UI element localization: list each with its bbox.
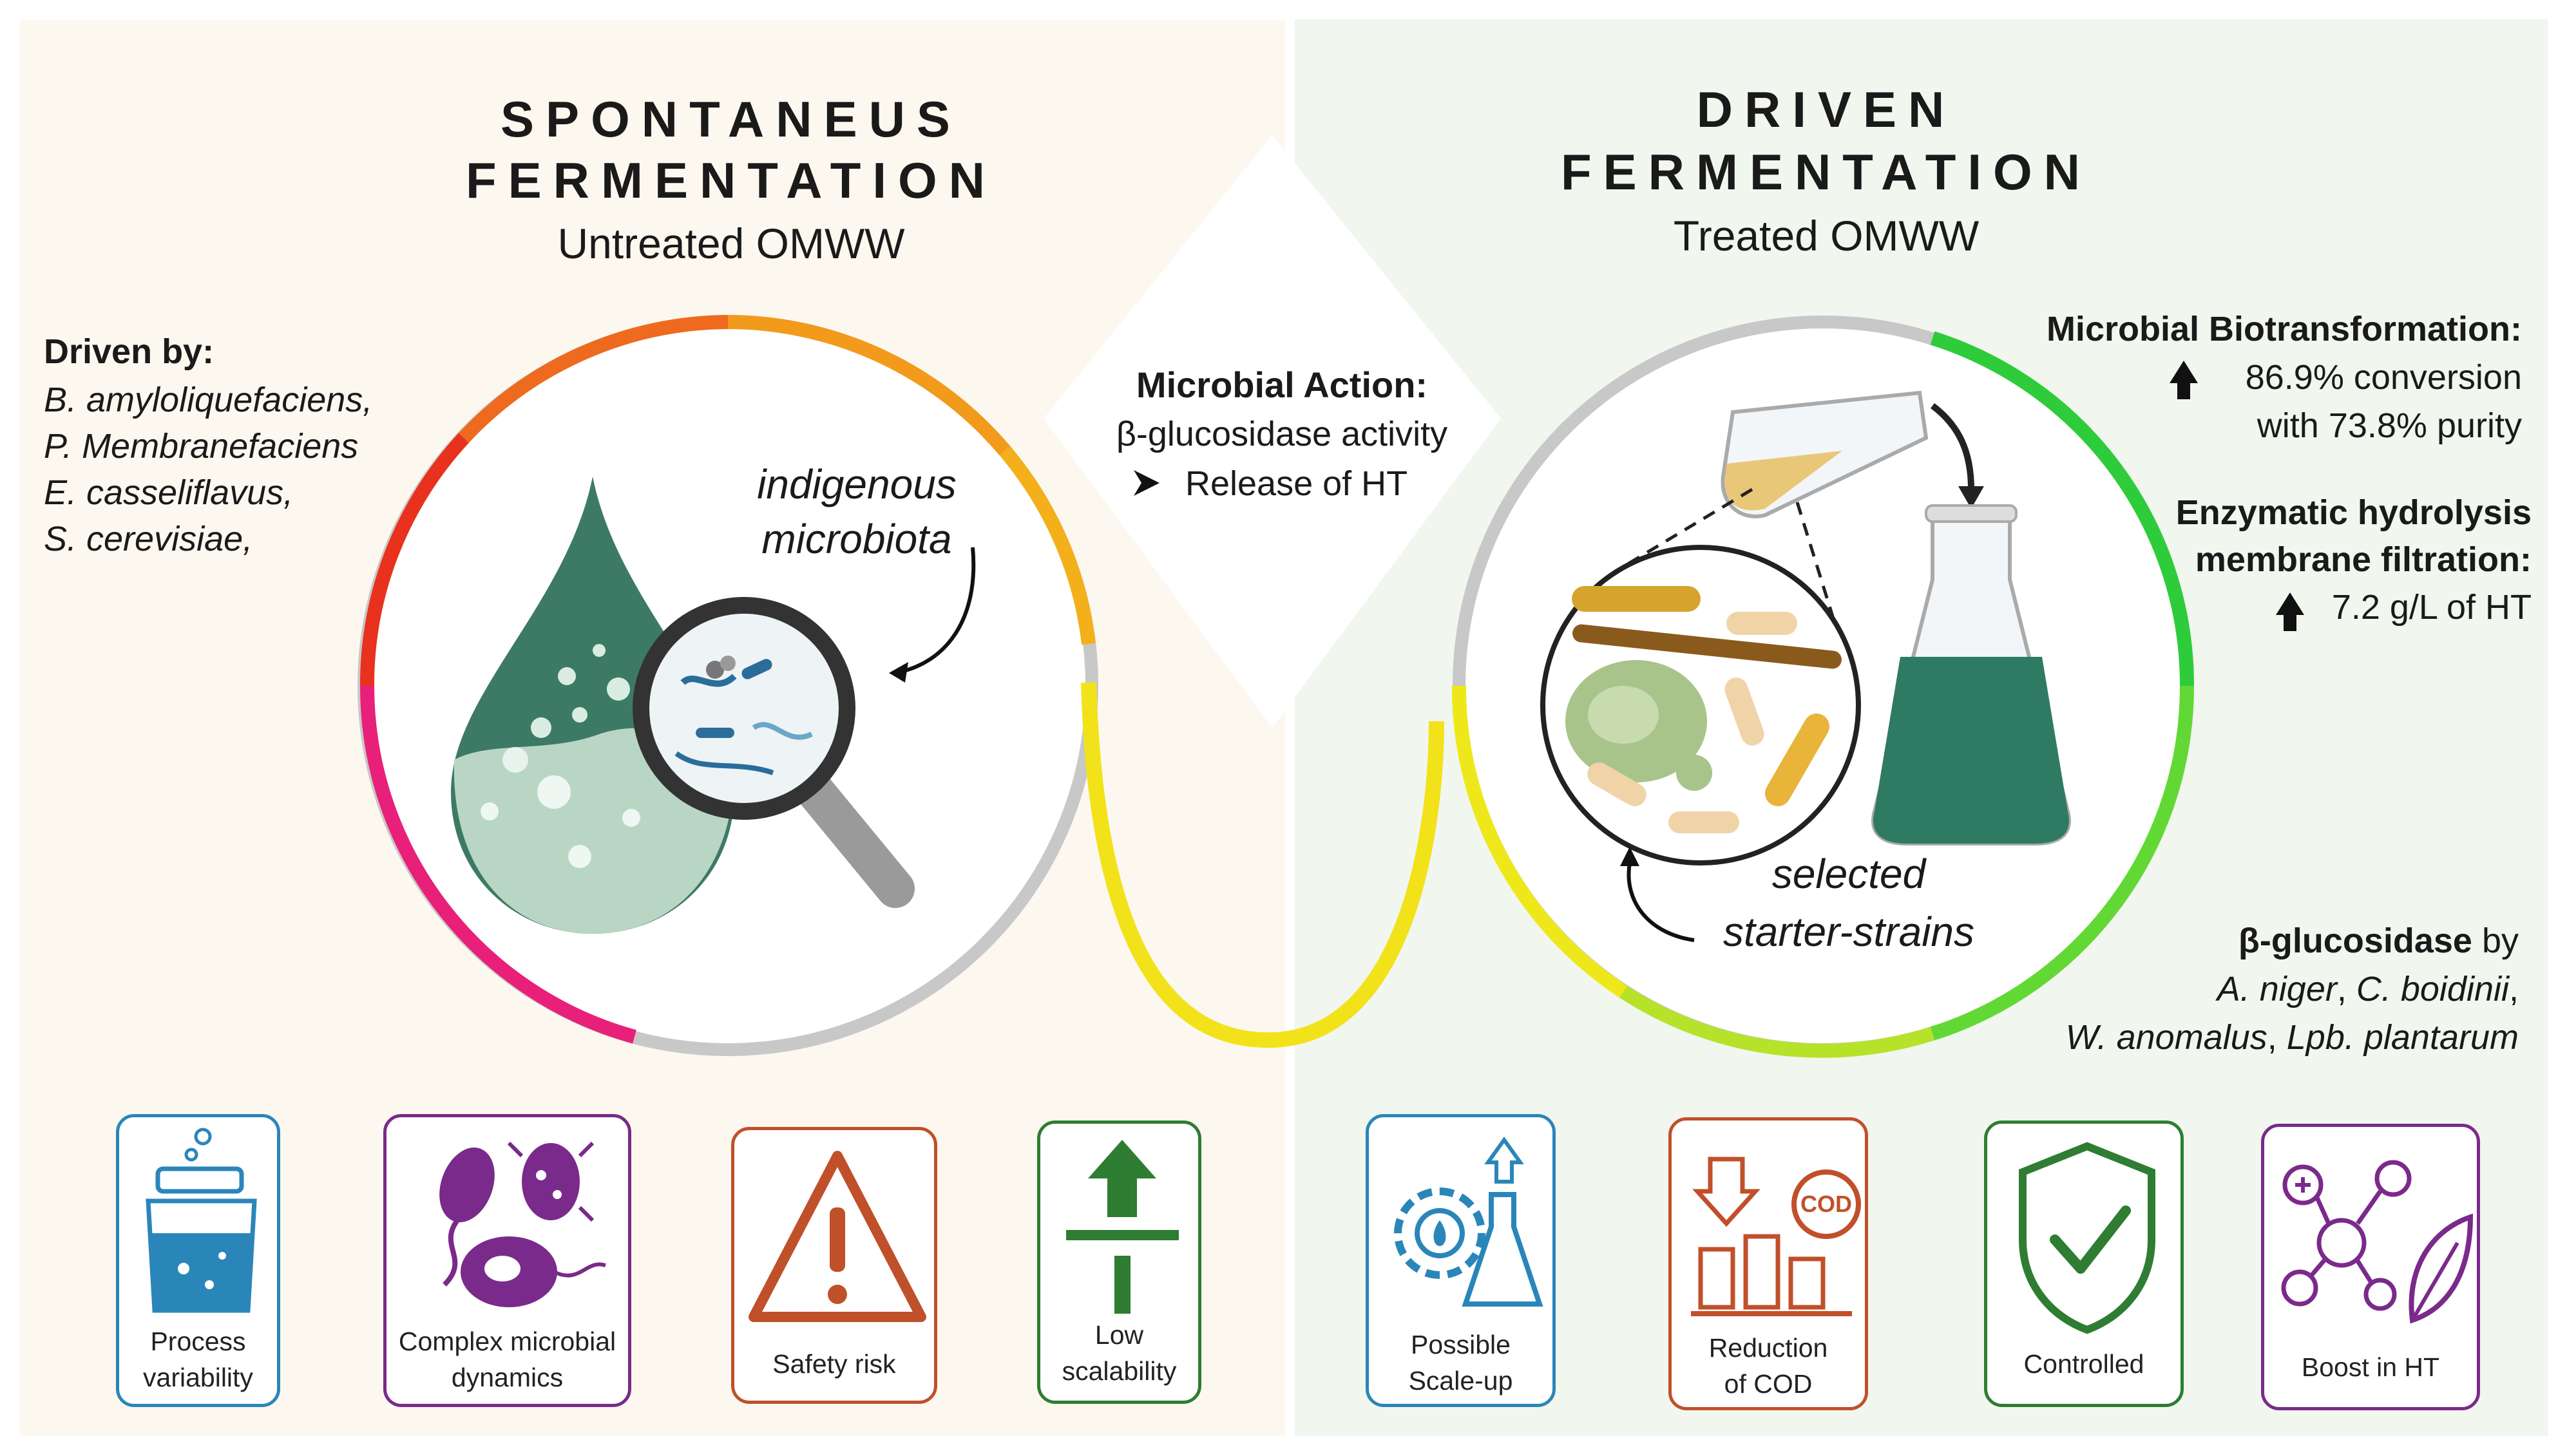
card-label: Controlled — [2023, 1349, 2144, 1379]
card-label: Safety risk — [772, 1349, 896, 1379]
card-label: Process variability — [143, 1327, 253, 1392]
glucosidase-line1: β-glucosidase by — [2238, 922, 2519, 960]
selected-label: selected — [1771, 851, 1926, 897]
driven-by-label: Driven by: — [44, 332, 215, 371]
card-label: Complex microbial dynamics — [398, 1327, 616, 1392]
organism: S. cerevisiae, — [44, 520, 253, 558]
organism: B. amyloliquefaciens, — [44, 381, 373, 419]
left-title-line2: FERMENTATION — [465, 152, 997, 209]
card-safety-risk: Safety risk — [731, 1127, 937, 1404]
card-reduction-cod: COD Reduction of COD — [1668, 1117, 1868, 1410]
center-diamond — [1044, 135, 1501, 728]
right-title-line1: DRIVEN — [1696, 81, 1956, 138]
up-arrow-icon — [2276, 592, 2304, 631]
right-subtitle: Treated OMWW — [1673, 212, 1980, 260]
center-line2: Release of HT — [1185, 464, 1408, 503]
card-label: Reduction of COD — [1708, 1333, 1828, 1399]
card-boost-ht: Boost in HT — [2261, 1124, 2480, 1410]
biotrans-line2: with 73.8% purity — [2257, 406, 2522, 445]
microbes-icon — [439, 1141, 606, 1307]
pointer-arrow — [895, 547, 976, 675]
cod-chart-icon: COD — [1691, 1157, 1861, 1316]
organism: E. casseliflavus, — [44, 473, 294, 512]
beaker-icon — [1721, 390, 1929, 518]
left-title-line1: SPONTANEUS — [501, 91, 962, 147]
microbiota-label: microbiota — [761, 516, 952, 562]
flask-icon — [1871, 504, 2071, 846]
card-process-variability: Process variability — [116, 1114, 280, 1407]
biotrans-heading: Microbial Biotransformation: — [2046, 310, 2522, 348]
card-complex-dynamics: Complex microbial dynamics — [383, 1114, 631, 1407]
pointer-arrow-right — [1627, 862, 1695, 942]
card-low-scalability: Low scalability — [1037, 1120, 1201, 1404]
card-label: Boost in HT — [2301, 1352, 2440, 1382]
indigenous-label: indigenous — [757, 461, 957, 507]
scale-arrow-icon — [1066, 1140, 1179, 1314]
center-heading: Microbial Action: — [1136, 364, 1428, 405]
molecule-leaf-icon — [2281, 1160, 2474, 1324]
center-line1: β-glucosidase activity — [1116, 415, 1448, 453]
card-label: Low scalability — [1062, 1320, 1177, 1386]
warning-icon — [749, 1151, 926, 1322]
connector-curve — [1081, 682, 1444, 1048]
right-title-line2: FERMENTATION — [1560, 144, 2092, 200]
enzymatic-value: 7.2 g/L of HT — [2331, 588, 2532, 627]
gear-flask-icon — [1394, 1136, 1543, 1307]
chevron-right-icon — [1134, 470, 1159, 496]
enzymatic-heading-2: membrane filtration: — [2195, 540, 2532, 579]
jar-icon — [146, 1128, 257, 1313]
card-controlled: Controlled — [1984, 1120, 2184, 1407]
card-label: Possible Scale-up — [1408, 1330, 1513, 1395]
cod-badge-text: COD — [1800, 1191, 1852, 1217]
glucosidase-line3: W. anomalus, Lpb. plantarum — [2065, 1018, 2519, 1057]
card-possible-scaleup: Possible Scale-up — [1366, 1114, 1556, 1407]
up-arrow-icon — [2170, 361, 2198, 399]
glucosidase-line2: A. niger, C. boidinii, — [2217, 970, 2519, 1008]
shield-check-icon — [2019, 1142, 2155, 1334]
pour-arrow — [1930, 403, 1974, 490]
starter-strains-label: starter-strains — [1722, 909, 1975, 955]
organism: P. Membranefaciens — [44, 427, 359, 466]
microbes-zoom-icon — [1540, 545, 1861, 865]
magnifier-icon — [633, 597, 915, 908]
biotrans-line1: 86.9% conversion — [2245, 358, 2522, 397]
left-subtitle: Untreated OMWW — [557, 220, 905, 267]
enzymatic-heading-1: Enzymatic hydrolysis — [2175, 493, 2532, 532]
